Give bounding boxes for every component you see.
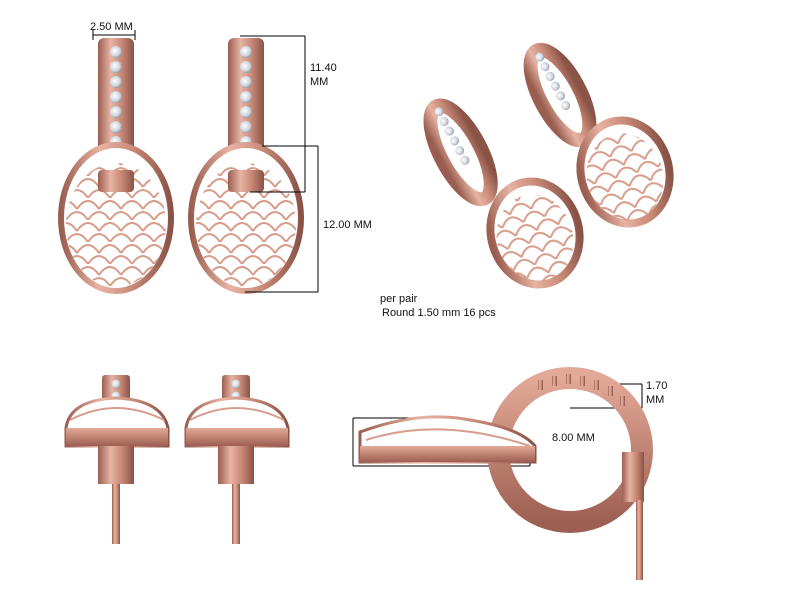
dim-drop-height: 12.00 MM	[323, 219, 372, 231]
side-view-right	[184, 375, 290, 544]
note-stone-spec: Round 1.50 mm 16 pcs	[382, 307, 496, 319]
dim-hoop-height-value: 11.40	[310, 62, 337, 74]
dim-stud-thickness-value: 1.70	[646, 380, 668, 392]
front-view-left	[58, 38, 174, 294]
note-per-pair: per pair	[380, 293, 418, 305]
front-view-right	[188, 38, 304, 294]
dim-hoop-height-unit: MM	[310, 76, 329, 88]
diamond-row	[240, 46, 252, 163]
perspective-view	[423, 42, 674, 289]
dim-stud-thickness-unit: MM	[646, 394, 665, 406]
side-view-left	[64, 375, 170, 544]
dim-hoop-width: 2.50 MM	[90, 21, 133, 33]
ring-profile-view	[358, 367, 653, 580]
dim-ring-width: 8.00 MM	[552, 432, 595, 444]
